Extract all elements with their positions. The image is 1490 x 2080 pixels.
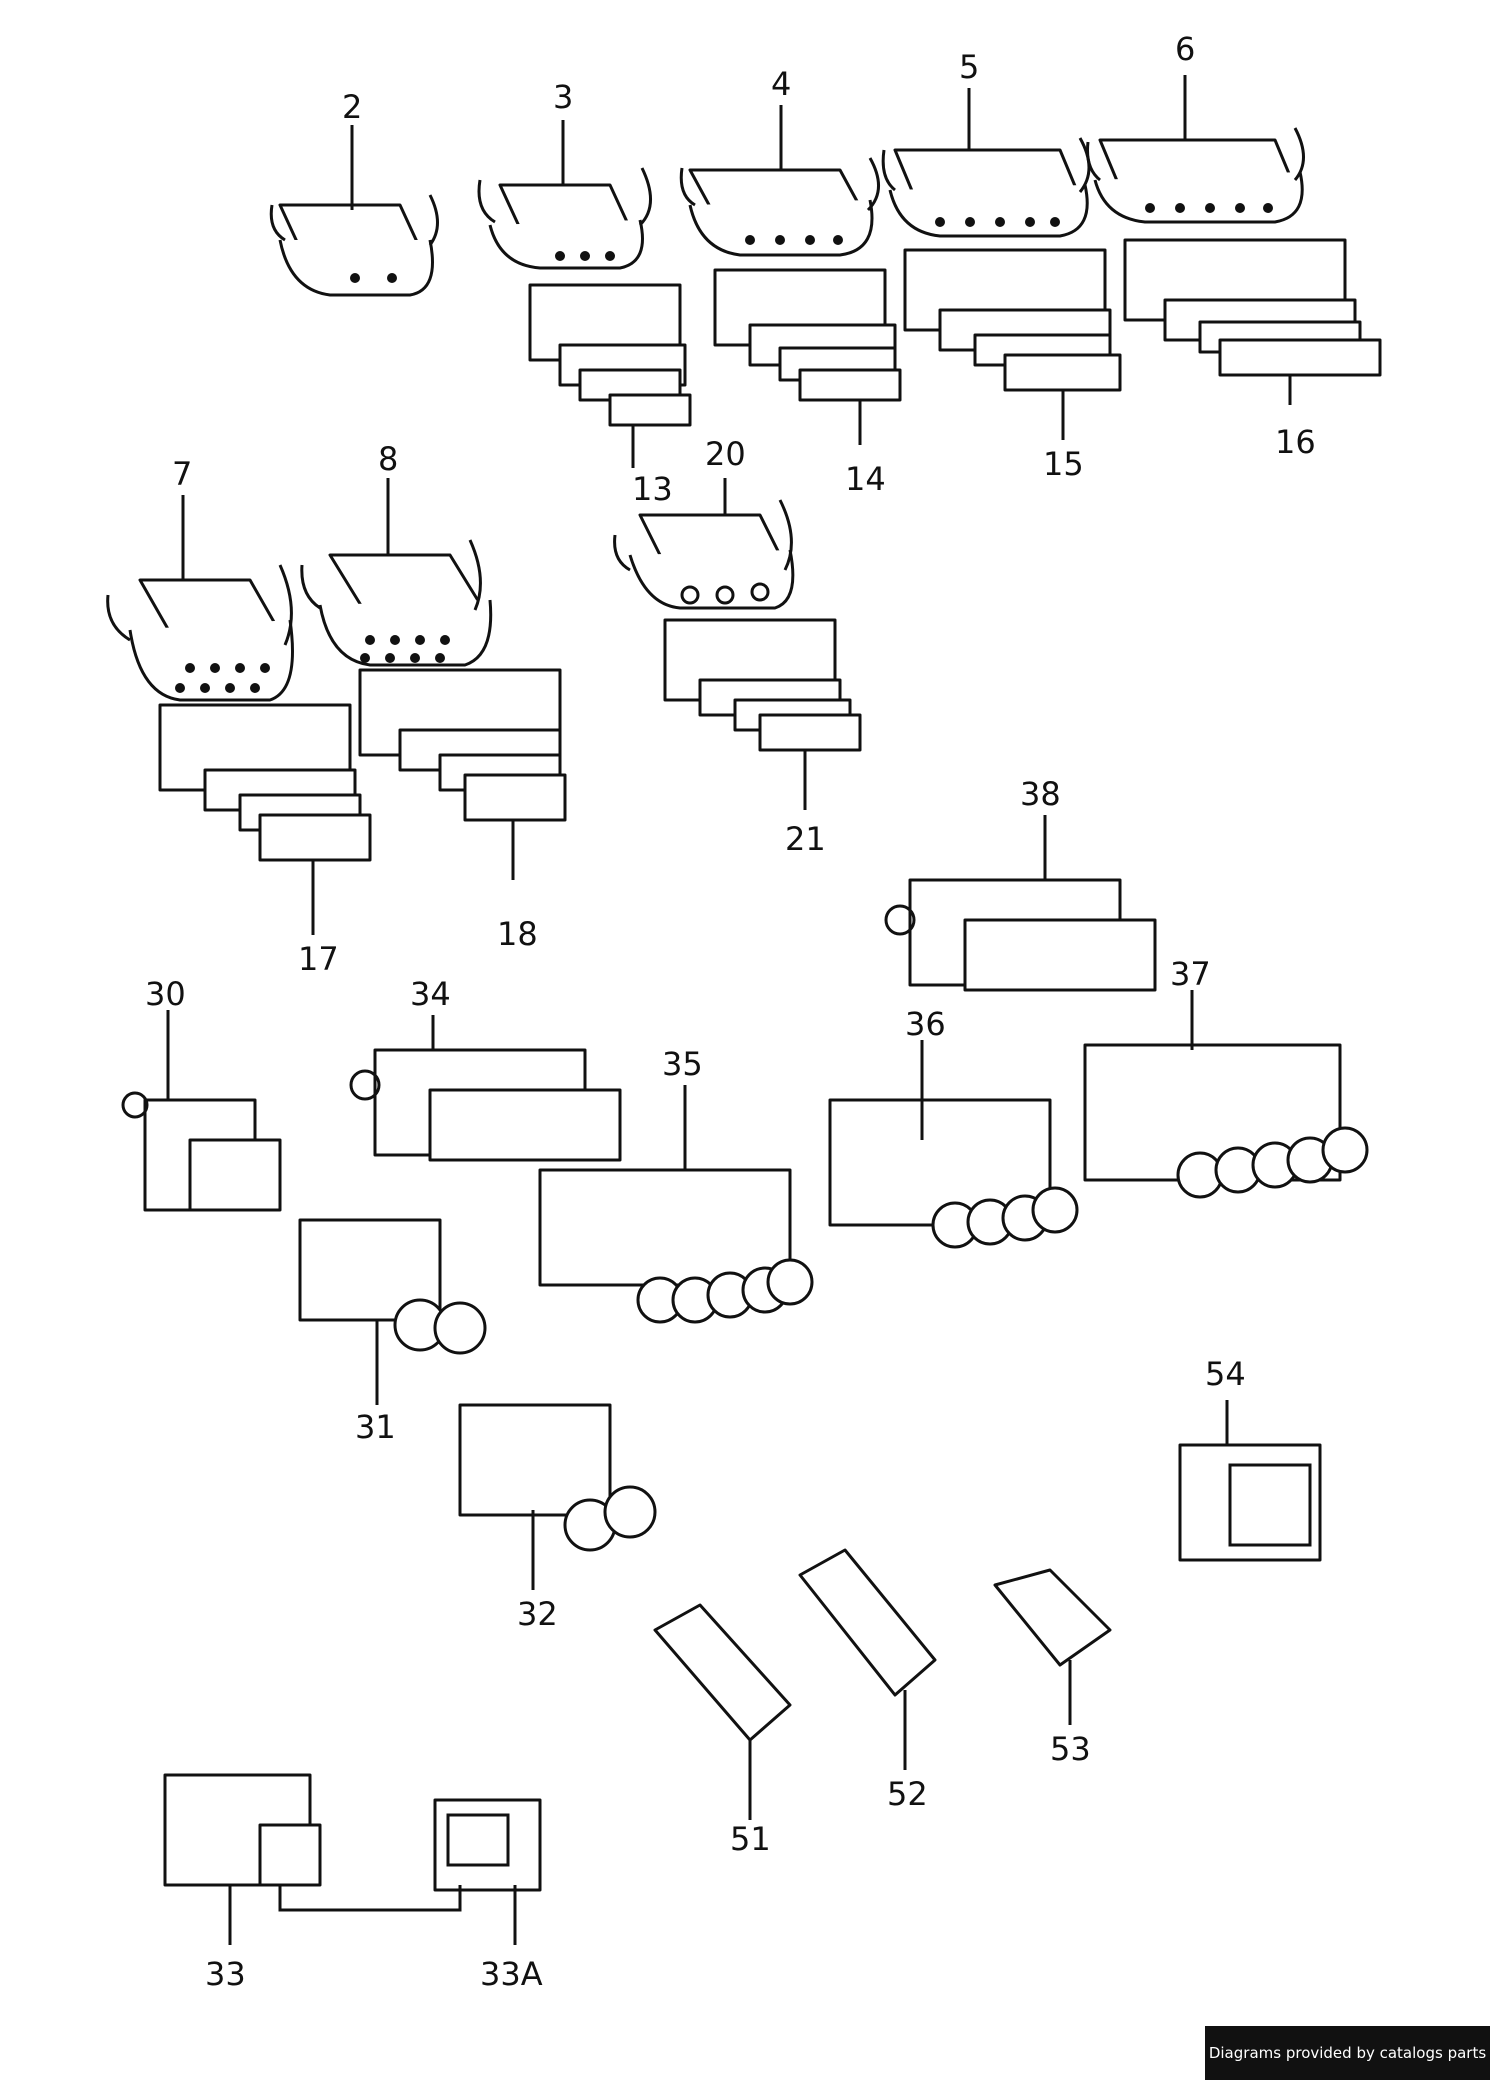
label-part-13: 13 [632,470,673,508]
label-part-31: 31 [355,1408,396,1446]
label-part-51: 51 [730,1820,771,1858]
credit-banner: Diagrams provided by catalogs parts [1205,2026,1490,2080]
part-31-connector [298,1218,487,1355]
part-labels: 2 3 4 5 6 7 8 13 14 15 16 17 18 20 21 30… [145,30,1316,1993]
label-part-21: 21 [785,820,826,858]
part-38-connector [884,878,1157,992]
label-part-7: 7 [172,455,192,493]
part-53-terminal [993,1568,1112,1667]
label-part-6: 6 [1175,30,1195,68]
label-part-35: 35 [662,1045,703,1083]
part-4-housing [679,157,880,257]
part-21-plug [663,618,862,752]
label-part-3: 3 [553,78,573,116]
part-3-housing [477,167,652,270]
part-15-plug [903,248,1122,392]
label-part-15: 15 [1043,445,1084,483]
part-52-terminal [798,1548,937,1697]
label-part-5: 5 [959,48,979,86]
part-6-housing [1086,127,1305,224]
label-part-52: 52 [887,1775,928,1813]
part-36-connector [828,1098,1079,1249]
label-part-37: 37 [1170,955,1211,993]
part-18-plug [358,668,567,822]
label-part-34: 34 [410,975,451,1013]
label-part-2: 2 [342,88,362,126]
part-8-housing [300,539,493,667]
part-34-connector [349,1048,622,1162]
part-54-connector [1178,1443,1322,1562]
part-13-plug [528,283,692,427]
part-7-housing [106,564,294,702]
part-33a-connector [433,1798,542,1892]
label-part-38: 38 [1020,775,1061,813]
label-part-32: 32 [517,1595,558,1633]
label-part-20: 20 [705,435,746,473]
label-part-30: 30 [145,975,186,1013]
label-part-53: 53 [1050,1730,1091,1768]
part-16-plug [1123,238,1382,377]
part-20-housing [613,499,795,610]
part-32-connector [458,1403,657,1552]
part-35-connector [538,1168,814,1324]
label-part-17: 17 [298,940,339,978]
part-5-housing [881,137,1091,238]
label-part-4: 4 [771,65,791,103]
label-part-16: 16 [1275,423,1316,461]
part-33-connector [163,1773,322,1887]
label-part-33a: 33A [480,1955,543,1993]
part-17-plug [158,703,372,862]
part-30-connector [121,1091,282,1212]
label-part-54: 54 [1205,1355,1246,1393]
label-part-18: 18 [497,915,538,953]
part-51-terminal [653,1603,792,1742]
label-part-33: 33 [205,1955,246,1993]
part-2-housing [269,194,439,297]
label-part-14: 14 [845,460,886,498]
leader-lines [166,75,1292,1945]
part-37-connector [1083,1043,1369,1199]
label-part-8: 8 [378,440,398,478]
label-part-36: 36 [905,1005,946,1043]
part-14-plug [713,268,902,402]
